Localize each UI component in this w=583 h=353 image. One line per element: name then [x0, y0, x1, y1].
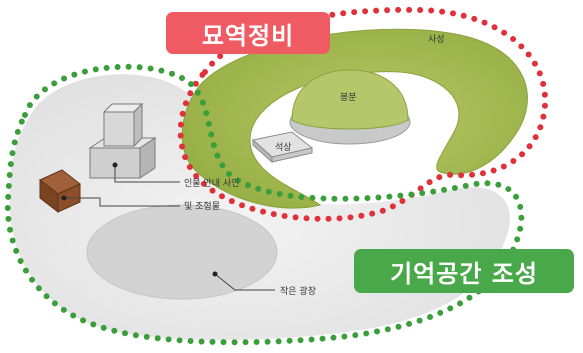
small-plaza — [86, 204, 278, 300]
grass-area — [181, 28, 528, 209]
leader-dot-plaza — [212, 271, 218, 277]
stone-table — [251, 131, 314, 164]
label-sign: 인물 안내 사인 — [184, 178, 239, 189]
leader-lines — [64, 165, 275, 291]
label-bongbun: 봉분 — [340, 92, 357, 103]
label-plaza: 작은 광장 — [280, 285, 316, 297]
cemetery-maintenance-badge: 묘역정비 — [166, 12, 330, 54]
label-sasung: 사성 — [428, 34, 445, 45]
leader-dot-sign — [61, 195, 67, 201]
memorial-space-badge: 기억공간 조성 — [354, 249, 574, 293]
label-seoksang: 석상 — [275, 142, 292, 153]
tomb-mound — [291, 69, 409, 130]
label-sign-line2: 및 조형물 — [184, 200, 220, 212]
leader-dot-sculpture — [112, 162, 118, 168]
red-dotted-boundary — [177, 6, 549, 222]
